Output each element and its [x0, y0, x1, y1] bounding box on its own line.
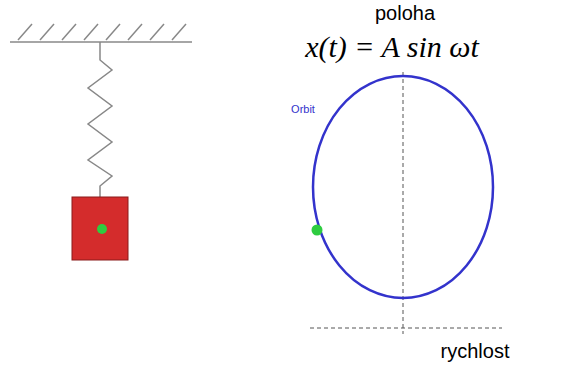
- mass-dot: [97, 224, 107, 234]
- formula: x(t) = A sin ωt: [303, 30, 481, 63]
- axis-title: rychlost: [439, 340, 512, 362]
- position-axis: [403, 72, 404, 334]
- orbit-label: Orbit: [289, 103, 317, 115]
- ceiling: [10, 24, 192, 42]
- orbit-ellipse: [313, 76, 493, 298]
- spring: [88, 42, 112, 197]
- axis-title: poloha: [373, 2, 437, 24]
- velocity-axis: [310, 328, 502, 329]
- mass-block: [72, 197, 128, 260]
- orbit-dot: [312, 225, 323, 236]
